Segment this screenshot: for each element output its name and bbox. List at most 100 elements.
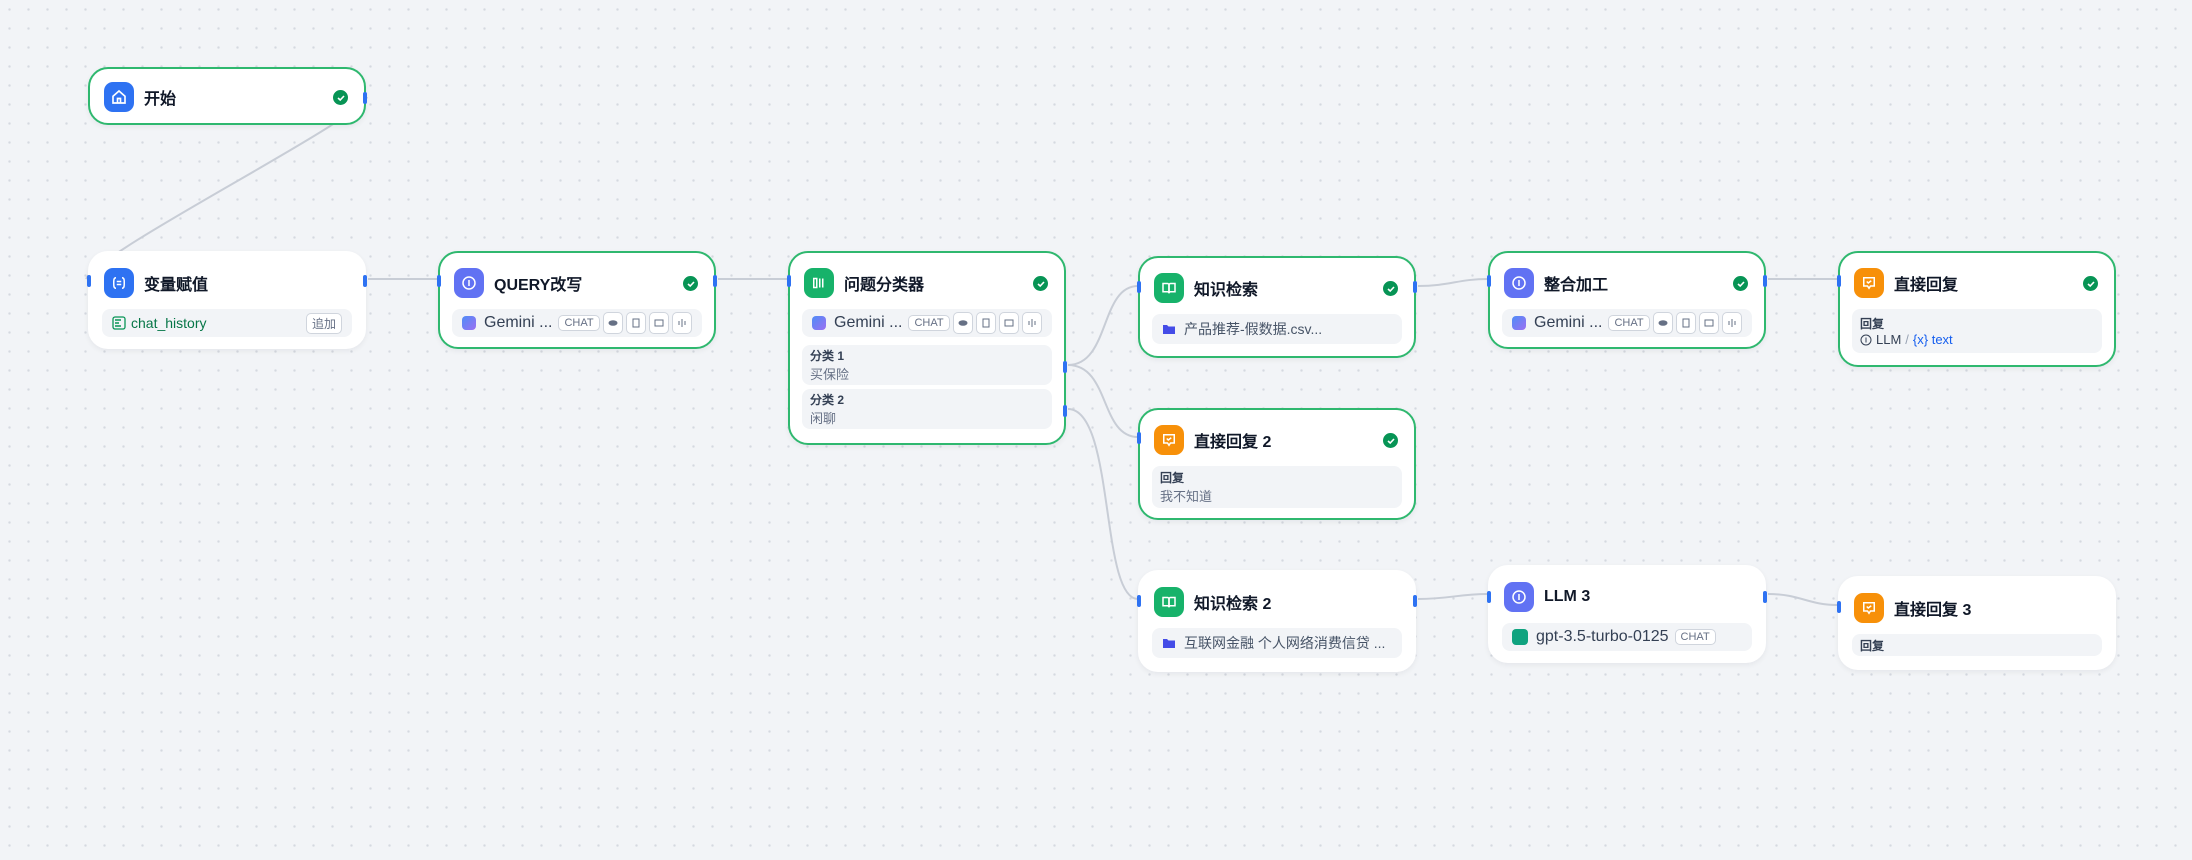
node-title: QUERY改写: [494, 277, 583, 294]
llm-icon: [1504, 268, 1534, 298]
node-integrate[interactable]: 整合加工 Gemini ... CHAT: [1487, 251, 1767, 349]
variable-name: chat_history: [131, 315, 207, 331]
chat-mode-badge: CHAT: [908, 315, 950, 331]
append-badge: 追加: [305, 312, 342, 334]
class-item[interactable]: 分类 1 买保险: [802, 345, 1052, 385]
output-handle[interactable]: [363, 275, 367, 287]
input-handle[interactable]: [1137, 595, 1141, 607]
edge-class2-to-knowledge2: [1067, 408, 1139, 600]
node-title: 整合加工: [1544, 277, 1609, 294]
video-icon: [998, 312, 1019, 334]
node-title: 开始: [144, 91, 177, 108]
gemini-model-icon: [462, 316, 476, 330]
output-handle[interactable]: [1763, 591, 1767, 603]
book-icon: [1154, 587, 1184, 617]
vision-icon: [602, 312, 623, 334]
answer-icon: [1154, 425, 1184, 455]
input-handle[interactable]: [787, 275, 791, 287]
audio-icon: [1721, 312, 1742, 334]
audio-icon: [671, 312, 692, 334]
output-handle[interactable]: [1763, 275, 1767, 287]
edge-knowledge-to-integrate: [1417, 278, 1489, 287]
edge-knowledge2-to-llm3: [1417, 593, 1489, 600]
llm-ref-icon: [1860, 334, 1872, 345]
folder-icon: [1163, 639, 1175, 648]
node-title: 变量赋值: [144, 277, 209, 294]
variable-assign-icon: [104, 268, 134, 298]
success-check-icon: [2083, 276, 2098, 291]
class-1-output-handle[interactable]: [1063, 361, 1067, 373]
answer-label: 回复: [1160, 471, 1185, 485]
node-title: 知识检索 2: [1194, 596, 1272, 613]
edge-class1-to-answer2: [1067, 364, 1139, 438]
output-handle[interactable]: [1413, 281, 1417, 293]
input-handle[interactable]: [437, 275, 441, 287]
input-handle[interactable]: [1837, 275, 1841, 287]
node-query-rewrite[interactable]: QUERY改写 Gemini ... CHAT: [437, 251, 717, 349]
edge-class1-to-knowledge: [1067, 285, 1139, 366]
node-title: 知识检索: [1194, 282, 1259, 299]
answer-text: 我不知道: [1160, 489, 1213, 504]
success-check-icon: [683, 276, 698, 291]
class-2-output-handle[interactable]: [1063, 405, 1067, 417]
llm-icon: [1504, 582, 1534, 612]
node-title: 直接回复: [1894, 277, 1959, 294]
input-handle[interactable]: [87, 275, 91, 287]
node-knowledge-retrieval[interactable]: 知识检索 产品推荐-假数据.csv...: [1137, 256, 1417, 358]
input-handle[interactable]: [1837, 601, 1841, 613]
answer-label: 回复: [1860, 317, 1885, 331]
answer-icon: [1854, 268, 1884, 298]
success-check-icon: [1383, 433, 1398, 448]
video-icon: [1698, 312, 1719, 334]
openai-model-icon: [1512, 629, 1528, 645]
answer-icon: [1854, 593, 1884, 623]
model-name: Gemini ...: [834, 314, 903, 331]
node-answer-2[interactable]: 直接回复 2 回复 我不知道: [1137, 408, 1416, 520]
input-handle[interactable]: [1137, 281, 1141, 293]
node-title: 直接回复 3: [1894, 602, 1972, 619]
input-handle[interactable]: [1487, 591, 1491, 603]
gemini-model-icon: [812, 316, 826, 330]
model-name: Gemini ...: [1534, 314, 1603, 331]
node-answer-3[interactable]: 直接回复 3 回复: [1837, 576, 2116, 670]
node-knowledge-retrieval-2[interactable]: 知识检索 2 互联网金融 个人网络消费信贷 ...: [1137, 570, 1417, 672]
vision-icon: [1652, 312, 1673, 334]
model-name: gpt-3.5-turbo-0125: [1536, 628, 1669, 645]
document-icon: [1675, 312, 1696, 334]
llm-icon: [454, 268, 484, 298]
node-variable-assigner[interactable]: 变量赋值 chat_history 追加: [87, 251, 367, 349]
edge-llm3-to-answer3: [1767, 593, 1839, 606]
chat-mode-badge: CHAT: [1608, 315, 1650, 331]
document-icon: [975, 312, 996, 334]
classifier-icon: [804, 268, 834, 298]
model-name: Gemini ...: [484, 314, 553, 331]
chat-mode-badge: CHAT: [1674, 629, 1716, 645]
dataset-name: 产品推荐-假数据.csv...: [1184, 321, 1323, 337]
input-handle[interactable]: [1487, 275, 1491, 287]
folder-icon: [1163, 325, 1175, 334]
node-question-classifier[interactable]: 问题分类器 Gemini ... CHAT 分类 1 买保险 分类 2 闲聊: [787, 251, 1067, 445]
node-title: 问题分类器: [844, 277, 925, 294]
chat-mode-badge: CHAT: [558, 315, 600, 331]
class-item[interactable]: 分类 2 闲聊: [802, 389, 1052, 429]
node-llm-3[interactable]: LLM 3 gpt-3.5-turbo-0125 CHAT: [1487, 565, 1767, 663]
video-icon: [648, 312, 669, 334]
success-check-icon: [333, 90, 348, 105]
success-check-icon: [1383, 281, 1398, 296]
document-icon: [625, 312, 646, 334]
node-answer[interactable]: 直接回复 回复 LLM / {x} text: [1837, 251, 2116, 367]
variable-reference: LLM / {x} text: [1860, 332, 1953, 347]
node-title: LLM 3: [1544, 588, 1591, 605]
dataset-name: 互联网金融 个人网络消费信贷 ...: [1184, 635, 1386, 651]
input-handle[interactable]: [1137, 432, 1141, 444]
output-handle[interactable]: [363, 92, 367, 104]
gemini-model-icon: [1512, 316, 1526, 330]
variable-icon: [112, 316, 126, 330]
audio-icon: [1021, 312, 1042, 334]
success-check-icon: [1033, 276, 1048, 291]
output-handle[interactable]: [713, 275, 717, 287]
vision-icon: [952, 312, 973, 334]
node-start[interactable]: 开始: [88, 67, 367, 125]
output-handle[interactable]: [1413, 595, 1417, 607]
